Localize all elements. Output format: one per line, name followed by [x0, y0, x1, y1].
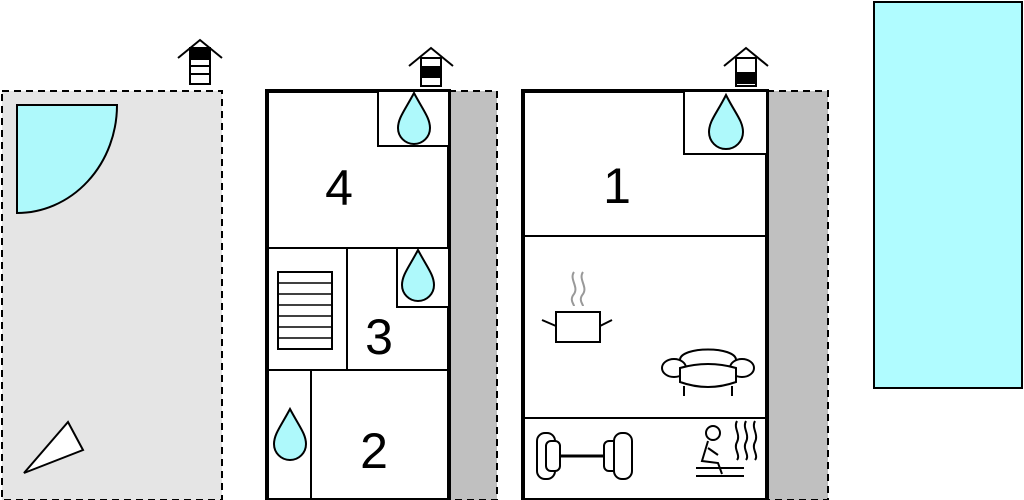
sofa-icon [661, 348, 755, 396]
compass-north-icon [23, 420, 85, 474]
jacuzzi-quarter-circle [16, 104, 119, 215]
floor-level-icon [408, 46, 454, 87]
water-drop-icon [400, 247, 436, 302]
ground-floor: 1 [521, 89, 829, 500]
room-number-1: 1 [603, 158, 631, 214]
garden-area [1, 90, 223, 500]
stairs-icon [277, 271, 333, 350]
swimming-pool [873, 1, 1023, 389]
room-number-4: 4 [325, 160, 353, 216]
room-number-3: 3 [365, 309, 393, 365]
cooking-pot-icon [541, 271, 613, 343]
upper-floor: 4 3 2 [265, 89, 498, 500]
water-drop-icon [707, 92, 745, 150]
dumbbell-icon [536, 432, 633, 480]
water-drop-icon [272, 406, 308, 461]
floor-level-icon [177, 38, 223, 85]
room-number-2: 2 [360, 423, 388, 479]
sauna-icon [696, 420, 758, 477]
floor-level-icon [723, 46, 769, 87]
water-drop-icon [396, 90, 432, 145]
